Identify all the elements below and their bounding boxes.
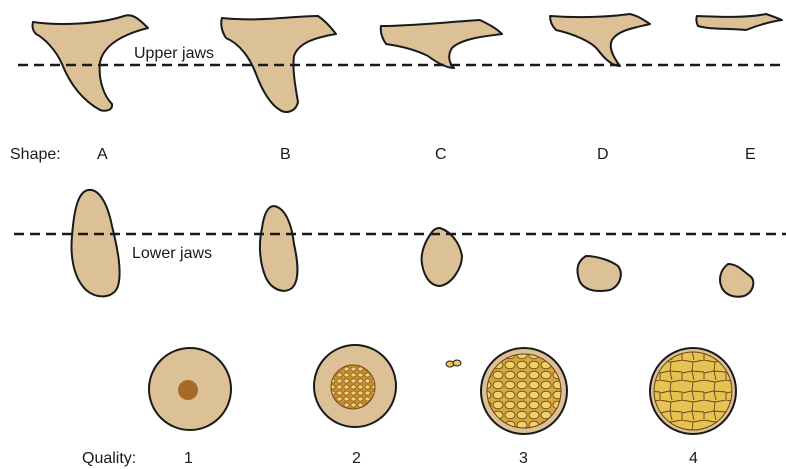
quality-number-3: 3 [519, 450, 528, 467]
shape-letter-b: B [280, 146, 291, 163]
quality-circles [149, 345, 736, 434]
quality-number-4: 4 [689, 450, 698, 467]
upper-section-e [696, 14, 782, 30]
lower-jaw-sections [72, 190, 754, 297]
quality-circle-3 [481, 348, 567, 434]
quality-number-2: 2 [352, 450, 361, 467]
lower-section-d [578, 256, 621, 291]
quality-row: Quality: 1 2 3 4 [82, 450, 698, 467]
quality-circle-4 [650, 348, 736, 434]
quality-number-1: 1 [184, 450, 193, 467]
lower-section-c [422, 228, 462, 286]
small-mark [446, 360, 461, 367]
lower-section-e [720, 264, 753, 297]
upper-jaw-sections [32, 14, 782, 112]
quality-circle-2 [314, 345, 396, 427]
quality-label: Quality: [82, 450, 136, 467]
shape-row: Shape: A B C D E [10, 146, 756, 163]
quality-circle-1 [149, 348, 231, 430]
shape-letter-a: A [97, 146, 108, 163]
lower-section-b [260, 206, 298, 291]
upper-jaws-label: Upper jaws [134, 45, 214, 62]
shape-letter-e: E [745, 146, 756, 163]
upper-section-d [550, 14, 650, 66]
upper-section-c [381, 20, 502, 68]
lower-section-a [72, 190, 120, 297]
lower-jaws-label: Lower jaws [132, 245, 212, 262]
shape-letter-c: C [435, 146, 447, 163]
shape-label: Shape: [10, 146, 61, 163]
upper-section-a [32, 15, 148, 110]
shape-letter-d: D [597, 146, 609, 163]
